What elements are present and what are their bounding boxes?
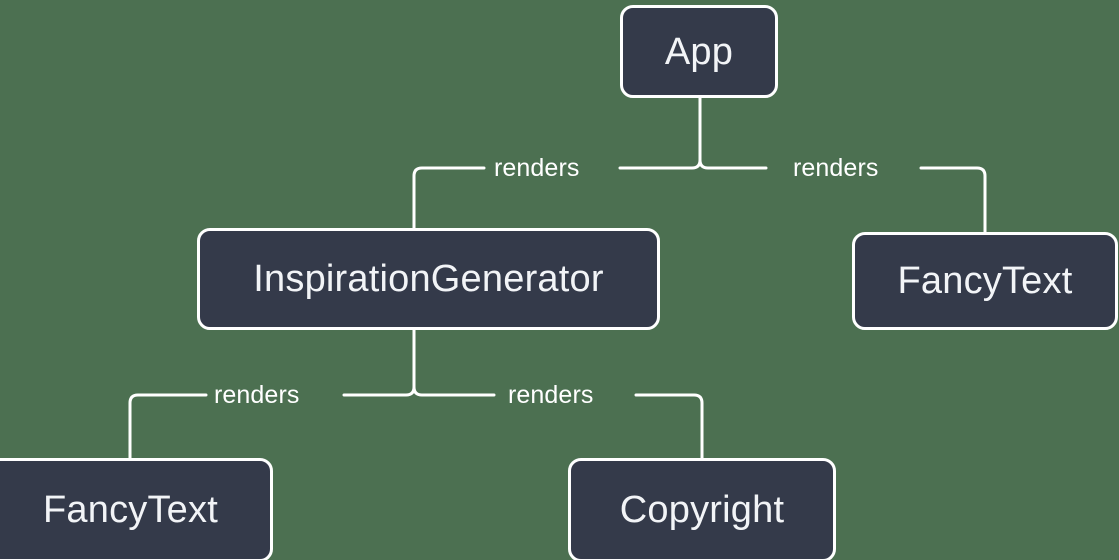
edge-line-ig-stub (342, 328, 416, 397)
node-copyright[interactable]: Copyright (568, 458, 836, 560)
node-app[interactable]: App (620, 5, 778, 98)
node-label-fancytext-right: FancyText (897, 260, 1073, 302)
node-label-inspiration-generator: InspirationGenerator (253, 258, 604, 300)
edge-label-app-to-inspiration-generator: renders (494, 154, 580, 182)
node-label-fancytext-bottom: FancyText (43, 489, 218, 531)
node-fancytext-bottom[interactable]: FancyText (0, 458, 273, 560)
edge-label-app-to-fancytext: renders (793, 154, 879, 182)
edge-line-app-to-fancytext (919, 166, 987, 234)
edge-line-app-stub (698, 96, 768, 170)
node-fancytext-right[interactable]: FancyText (852, 232, 1118, 330)
node-inspiration-generator[interactable]: InspirationGenerator (197, 228, 660, 330)
node-label-app: App (664, 30, 734, 73)
edge-label-inspiration-generator-to-fancytext: renders (214, 381, 300, 409)
edge-line-ig-to-fancytext (128, 393, 208, 460)
node-label-copyright: Copyright (619, 489, 785, 531)
edge-label-inspiration-generator-to-copyright: renders (508, 381, 594, 409)
